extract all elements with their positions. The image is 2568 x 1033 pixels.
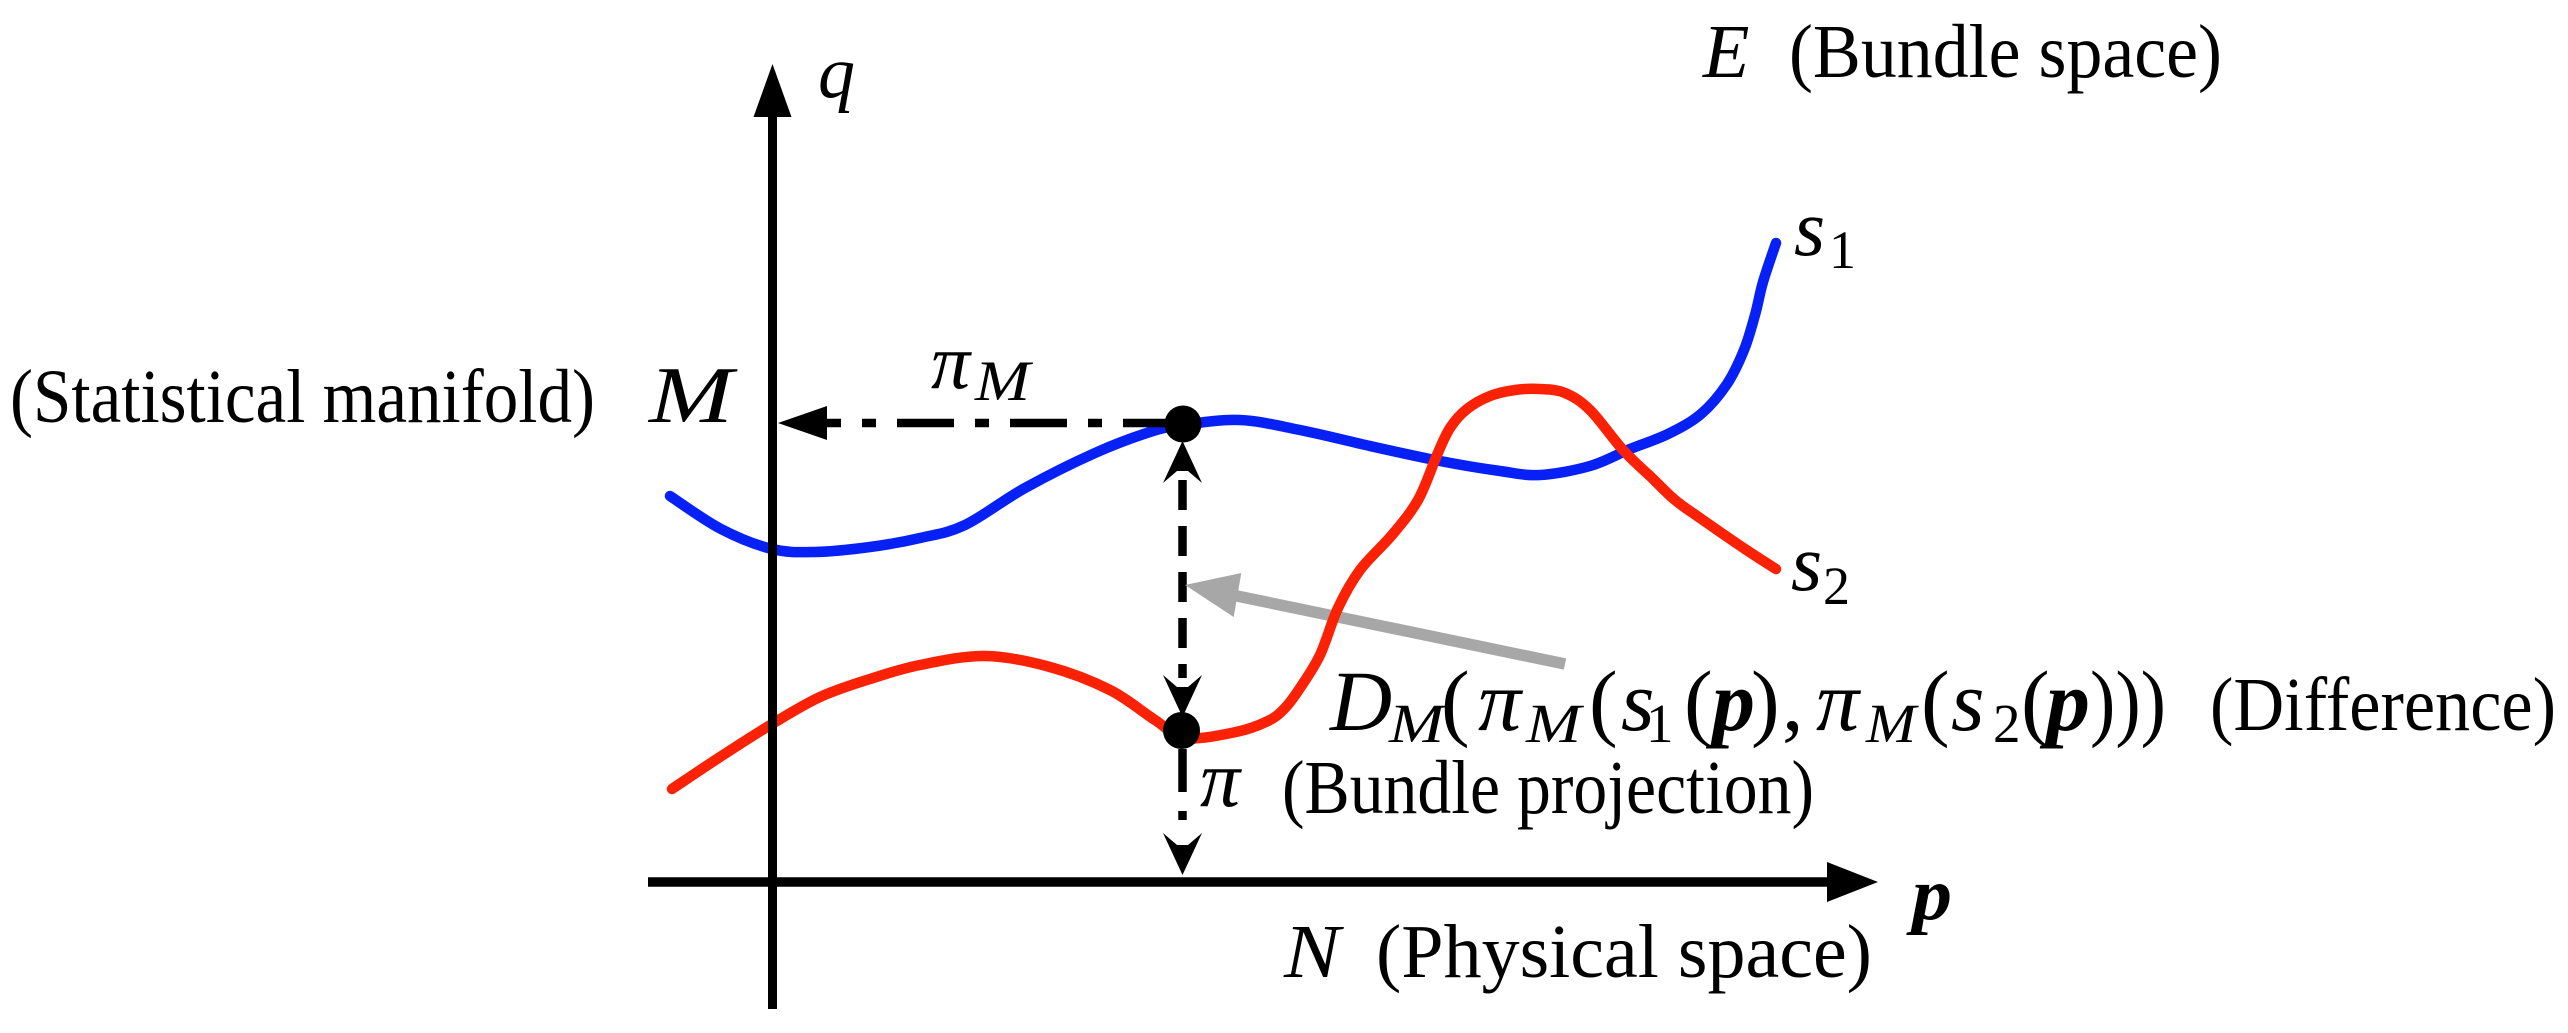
svg-text:N: N (1283, 910, 1345, 994)
svg-text:π: π (1816, 653, 1862, 749)
svg-text:M: M (1865, 693, 1920, 754)
svg-text:): ) (1751, 653, 1780, 749)
svg-text:(: ( (1684, 653, 1713, 749)
svg-text:π: π (1200, 736, 1242, 824)
svg-text:(Bundle projection): (Bundle projection) (1282, 746, 1814, 830)
svg-text:2: 2 (1993, 693, 2021, 754)
svg-text:M: M (1525, 693, 1585, 754)
svg-text:p: p (2039, 653, 2090, 749)
svg-text:(: ( (2021, 653, 2050, 749)
svg-text:,: , (1782, 653, 1804, 749)
svg-text:M: M (974, 350, 1034, 413)
svg-text:(Bundle space): (Bundle space) (1789, 10, 2222, 94)
svg-text:M: M (648, 352, 739, 440)
svg-text:q: q (818, 32, 855, 114)
svg-text:π: π (1478, 653, 1524, 749)
svg-text:E: E (1702, 10, 1749, 94)
svg-text:s: s (1621, 653, 1654, 749)
svg-text:s: s (1794, 185, 1825, 273)
svg-text:π: π (931, 318, 972, 405)
svg-text:(Statistical manifold): (Statistical manifold) (10, 355, 595, 439)
svg-text:(: ( (1441, 653, 1470, 749)
svg-text:p: p (1705, 653, 1755, 749)
svg-text:2: 2 (1823, 556, 1850, 616)
svg-text:1: 1 (1646, 693, 1674, 754)
svg-text:s: s (1791, 520, 1822, 608)
svg-text:p: p (1906, 854, 1952, 936)
svg-text:D: D (1329, 653, 1392, 749)
svg-text:(: ( (1921, 653, 1950, 749)
svg-text:(Physical space): (Physical space) (1376, 910, 1872, 994)
svg-text:(Difference): (Difference) (2210, 663, 2556, 747)
svg-text:s: s (1951, 653, 1984, 749)
svg-text:(: ( (1589, 653, 1618, 749)
svg-text:))): ))) (2090, 653, 2166, 749)
svg-text:1: 1 (1829, 220, 1856, 280)
svg-text:M: M (1388, 693, 1448, 754)
